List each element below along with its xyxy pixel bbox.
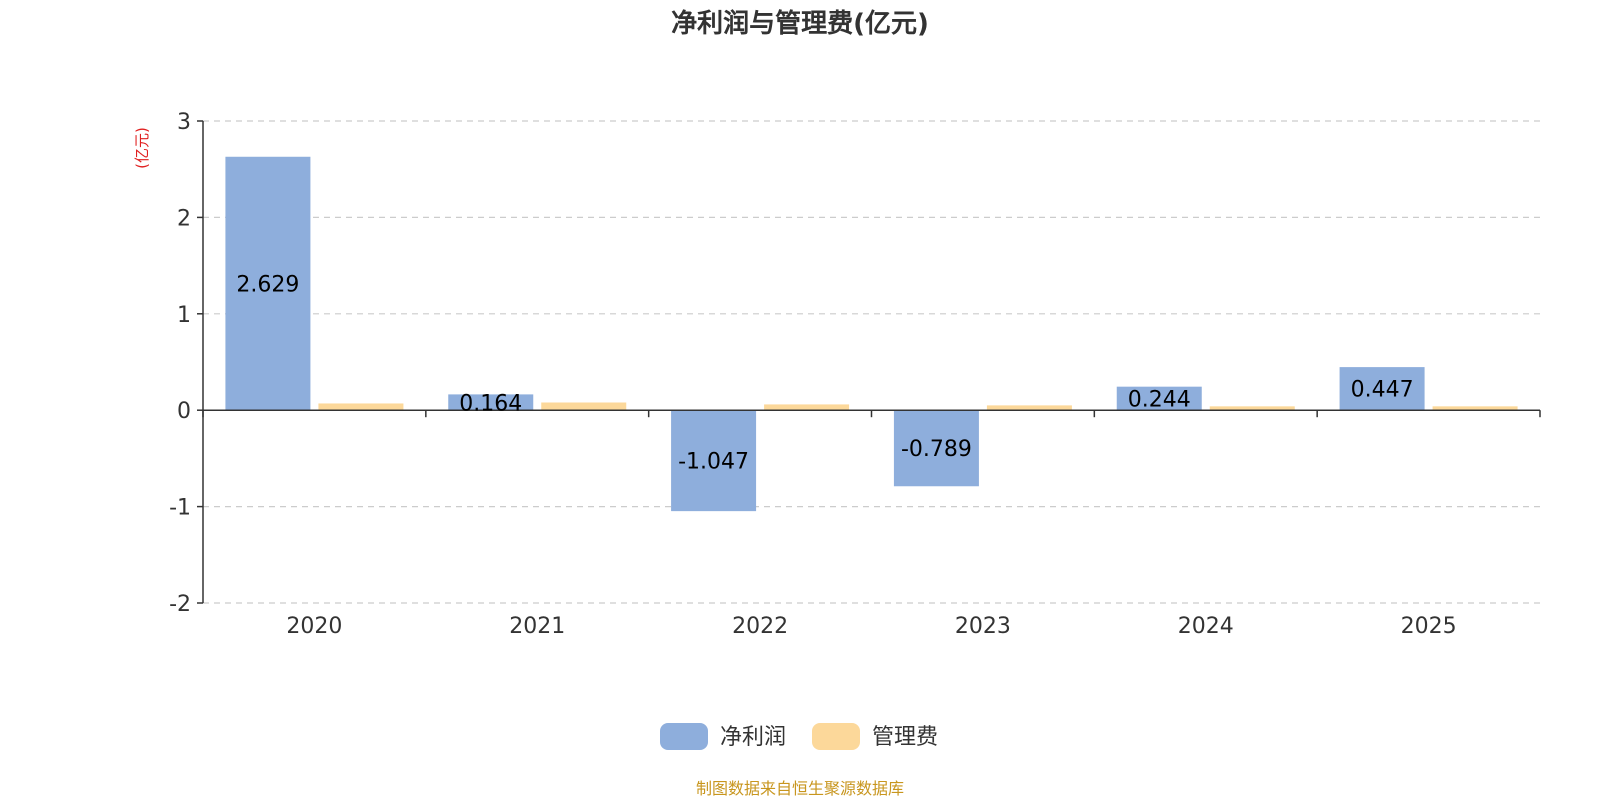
data-label: 0.164 xyxy=(459,391,522,416)
x-tick-label: 2022 xyxy=(732,614,788,639)
tick-labels: -2 -1 0 1 2 3 2020 2021 2022 2023 2024 2025 xyxy=(169,110,1457,639)
bar-admin-expense xyxy=(764,404,850,411)
bar-net-profit xyxy=(225,156,311,411)
data-label: 0.244 xyxy=(1128,387,1191,412)
legend-swatch xyxy=(812,723,860,750)
data-label: 2.629 xyxy=(236,272,299,297)
y-tick-label: 3 xyxy=(177,110,191,135)
chart-title: 净利润与管理费(亿元) xyxy=(671,8,929,39)
legend-label: 净利润 xyxy=(720,725,786,750)
x-tick-label: 2025 xyxy=(1401,614,1457,639)
bar-admin-expense xyxy=(986,405,1072,411)
y-tick-label: -1 xyxy=(169,496,191,521)
bar-admin-expense xyxy=(318,403,404,411)
bar-admin-expense xyxy=(1209,406,1295,411)
data-labels: 2.629 0.164 -1.047 -0.789 0.244 0.447 xyxy=(236,272,1413,474)
y-tick-label: 2 xyxy=(177,206,191,231)
legend: 净利润 管理费 xyxy=(660,723,938,750)
bar-admin-expense xyxy=(541,402,627,411)
axes xyxy=(197,120,1541,604)
bar-admin-expense xyxy=(1432,406,1518,411)
bar-net-profit xyxy=(1116,386,1202,411)
gridlines xyxy=(203,120,1540,604)
x-tick-label: 2021 xyxy=(509,614,565,639)
bar-net-profit xyxy=(671,410,757,512)
x-tick-label: 2023 xyxy=(955,614,1011,639)
y-tick-label: 1 xyxy=(177,303,191,328)
y-axis-unit-label: (亿元) xyxy=(133,127,151,169)
bar-net-profit xyxy=(1339,367,1425,411)
source-note: 制图数据来自恒生聚源数据库 xyxy=(696,779,904,798)
data-label: -1.047 xyxy=(678,450,749,475)
bar-net-profit xyxy=(448,394,534,411)
bar-net-profit xyxy=(893,410,979,487)
x-tick-label: 2020 xyxy=(286,614,342,639)
y-tick-label: -2 xyxy=(169,592,191,617)
bar-group xyxy=(225,156,1518,512)
legend-label: 管理费 xyxy=(872,725,938,750)
x-tick-label: 2024 xyxy=(1178,614,1234,639)
data-label: 0.447 xyxy=(1351,378,1414,403)
y-tick-label: 0 xyxy=(177,399,191,424)
data-label: -0.789 xyxy=(901,437,972,462)
legend-swatch xyxy=(660,723,708,750)
